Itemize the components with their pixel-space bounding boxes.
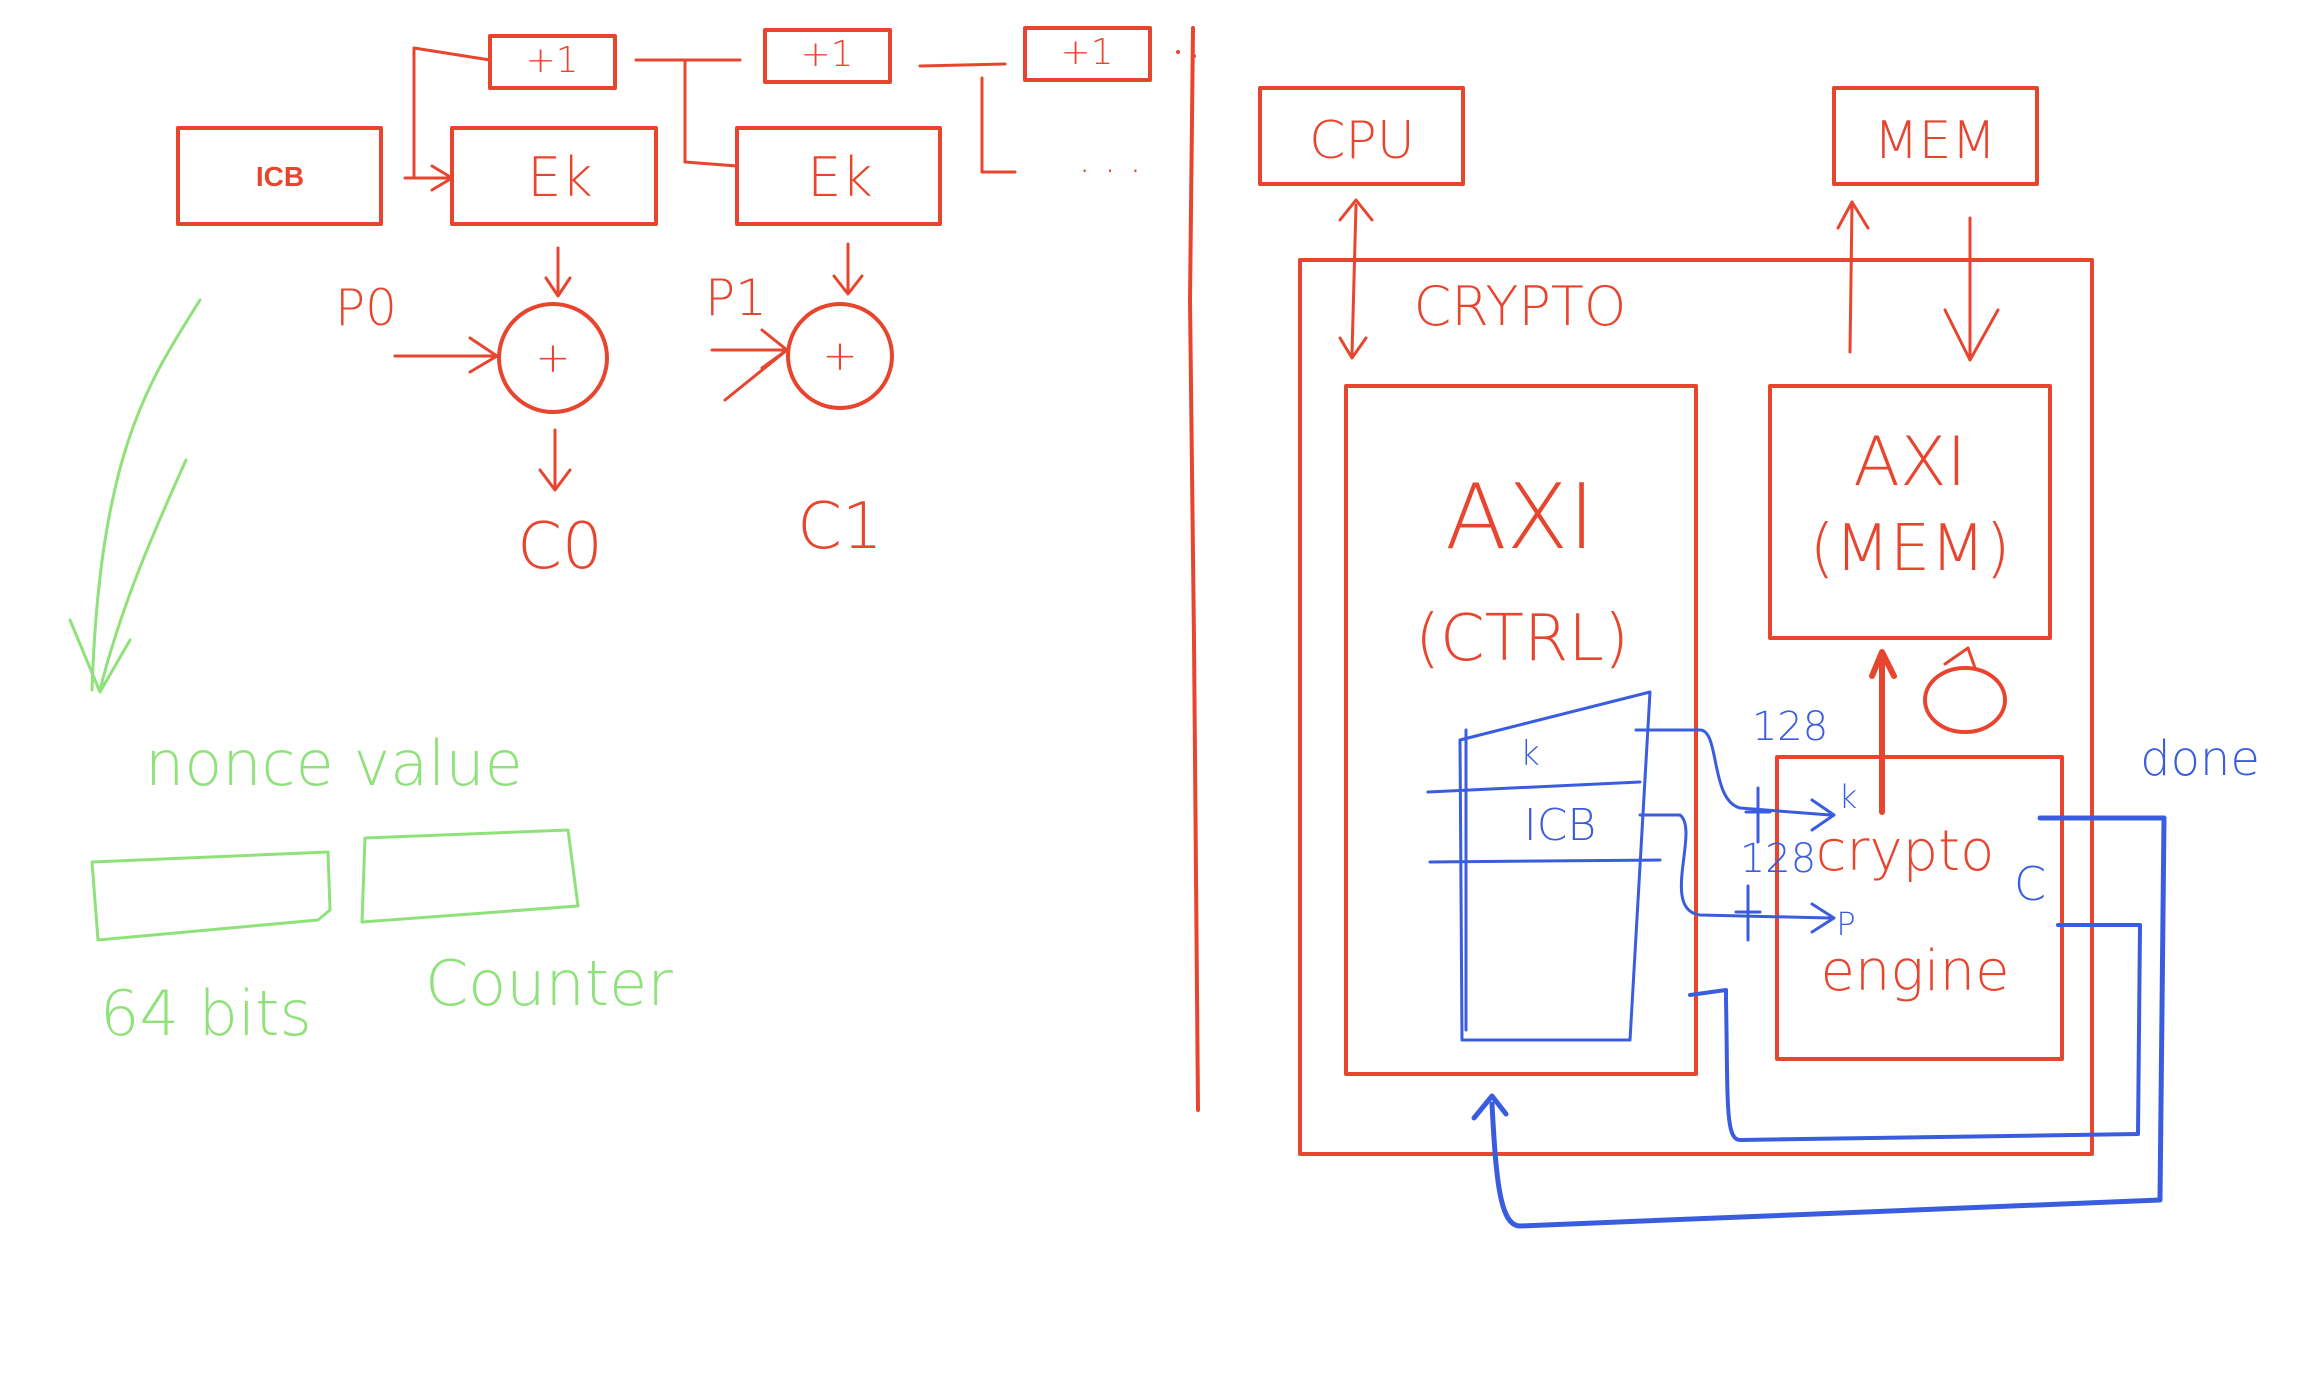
engine-label-line2: engine bbox=[1820, 939, 2009, 1004]
crypto-box bbox=[1298, 258, 2094, 1156]
arrow-k-to-engine bbox=[1634, 728, 1836, 832]
done-signal-loop bbox=[1471, 815, 2167, 1229]
c-output-loop bbox=[1688, 923, 2142, 1142]
bus-width-label-2: 128 bbox=[1740, 836, 1816, 882]
arrow-engine-to-axi-mem bbox=[1869, 649, 1897, 815]
xor-circle-2 bbox=[786, 302, 894, 410]
continuation-dots: . . . bbox=[1078, 136, 1142, 182]
ctr-mode-diagram: +1 +1 +1 ICB Ek Ek . . . + + bbox=[176, 26, 1196, 584]
arrow-icb-to-engine bbox=[1638, 813, 1836, 934]
green-arrow-down bbox=[68, 458, 188, 694]
axi-mem-sublabel: (MEM) bbox=[1810, 512, 2011, 586]
dot bbox=[1176, 50, 1180, 54]
arrow-p0-to-xor1 bbox=[393, 336, 499, 374]
arrow-ek2-to-xor2 bbox=[832, 242, 864, 296]
arrow-ek1-to-xor1 bbox=[544, 246, 572, 298]
ek-box-1 bbox=[450, 126, 658, 226]
axi-mem-box bbox=[1768, 384, 2052, 640]
register-icb-label: ICB bbox=[1524, 800, 1597, 851]
icb-box bbox=[176, 126, 383, 226]
register-k-label: k bbox=[1520, 734, 1540, 774]
xor-symbol-1: + bbox=[535, 333, 570, 382]
engine-label-line1: crypto bbox=[1816, 819, 1995, 884]
bits-label: 64 bits bbox=[100, 977, 312, 1050]
ciphertext-0-label: C0 bbox=[517, 510, 602, 584]
ciphertext-1-label: C1 bbox=[797, 490, 882, 564]
increment-box-2 bbox=[763, 28, 892, 84]
register-file bbox=[1458, 690, 1652, 1042]
arrow-xor1-to-c0 bbox=[538, 428, 572, 492]
axi-mem-loop bbox=[1923, 666, 2007, 734]
ek-label-2: Ek bbox=[807, 146, 872, 209]
xor-circle-1 bbox=[497, 302, 609, 414]
ek-label-1: Ek bbox=[527, 146, 592, 209]
bus-width-label-1: 128 bbox=[1752, 704, 1828, 750]
arrow-from-mem bbox=[1943, 216, 2000, 362]
axi-mem-loop-arrowhead bbox=[1943, 646, 1977, 670]
cpu-label: CPU bbox=[1309, 111, 1415, 171]
mem-label: MEM bbox=[1874, 111, 1997, 171]
axi-ctrl-sublabel: (CTRL) bbox=[1415, 602, 1629, 676]
icb-label: ICB bbox=[256, 161, 304, 192]
nonce-value-label: nonce value bbox=[145, 727, 523, 800]
engine-port-k-label: k bbox=[1839, 778, 1858, 816]
plaintext-0-label: P0 bbox=[335, 279, 397, 337]
line-to-increment-1 bbox=[412, 46, 492, 178]
line-to-ek2 bbox=[683, 60, 739, 168]
nonce-counter-notes: nonce value 64 bits Counter bbox=[68, 298, 673, 1050]
increment-label-1: +1 bbox=[525, 40, 578, 81]
divider-line bbox=[1188, 26, 1200, 1112]
increment-box-3 bbox=[1023, 26, 1152, 82]
nonce-field-box bbox=[90, 850, 332, 942]
crypto-engine-box bbox=[1775, 755, 2064, 1061]
increment-label-2: +1 bbox=[800, 34, 853, 75]
ek-box-2 bbox=[735, 126, 942, 226]
increment-box-1 bbox=[488, 34, 617, 90]
increment-label-3: +1 bbox=[1060, 32, 1113, 73]
bus-width-mark-1 bbox=[1744, 786, 1772, 844]
counter-label: Counter bbox=[425, 947, 673, 1020]
axi-ctrl-label: AXI bbox=[1445, 465, 1595, 570]
register-divider-1 bbox=[1426, 780, 1642, 794]
counter-field-box bbox=[360, 828, 580, 924]
link-inc2-inc3 bbox=[918, 62, 1007, 68]
arrow-to-mem bbox=[1836, 200, 1870, 354]
bus-width-mark-2 bbox=[1734, 884, 1762, 942]
line-to-continuation bbox=[980, 76, 1017, 174]
cpu-box bbox=[1258, 86, 1465, 186]
mem-box bbox=[1832, 86, 2039, 186]
engine-port-c-label: C bbox=[2014, 857, 2046, 911]
arrow-p1-to-xor2 bbox=[710, 328, 789, 402]
done-label: done bbox=[2140, 731, 2260, 787]
crypto-architecture-diagram: CPU MEM CRYPTO AXI (CTRL) AXI (MEM) cryp… bbox=[1258, 86, 2260, 1229]
register-divider-2 bbox=[1428, 858, 1662, 864]
plaintext-1-label: P1 bbox=[705, 269, 767, 327]
arrow-cpu-crypto bbox=[1338, 198, 1374, 360]
green-curve-1 bbox=[90, 298, 202, 692]
arrow-icb-to-ek1 bbox=[403, 164, 454, 192]
xor-symbol-2: + bbox=[822, 331, 857, 380]
axi-mem-label: AXI bbox=[1853, 423, 1966, 502]
crypto-label: CRYPTO bbox=[1414, 275, 1627, 338]
engine-port-p-label: P bbox=[1836, 905, 1855, 943]
